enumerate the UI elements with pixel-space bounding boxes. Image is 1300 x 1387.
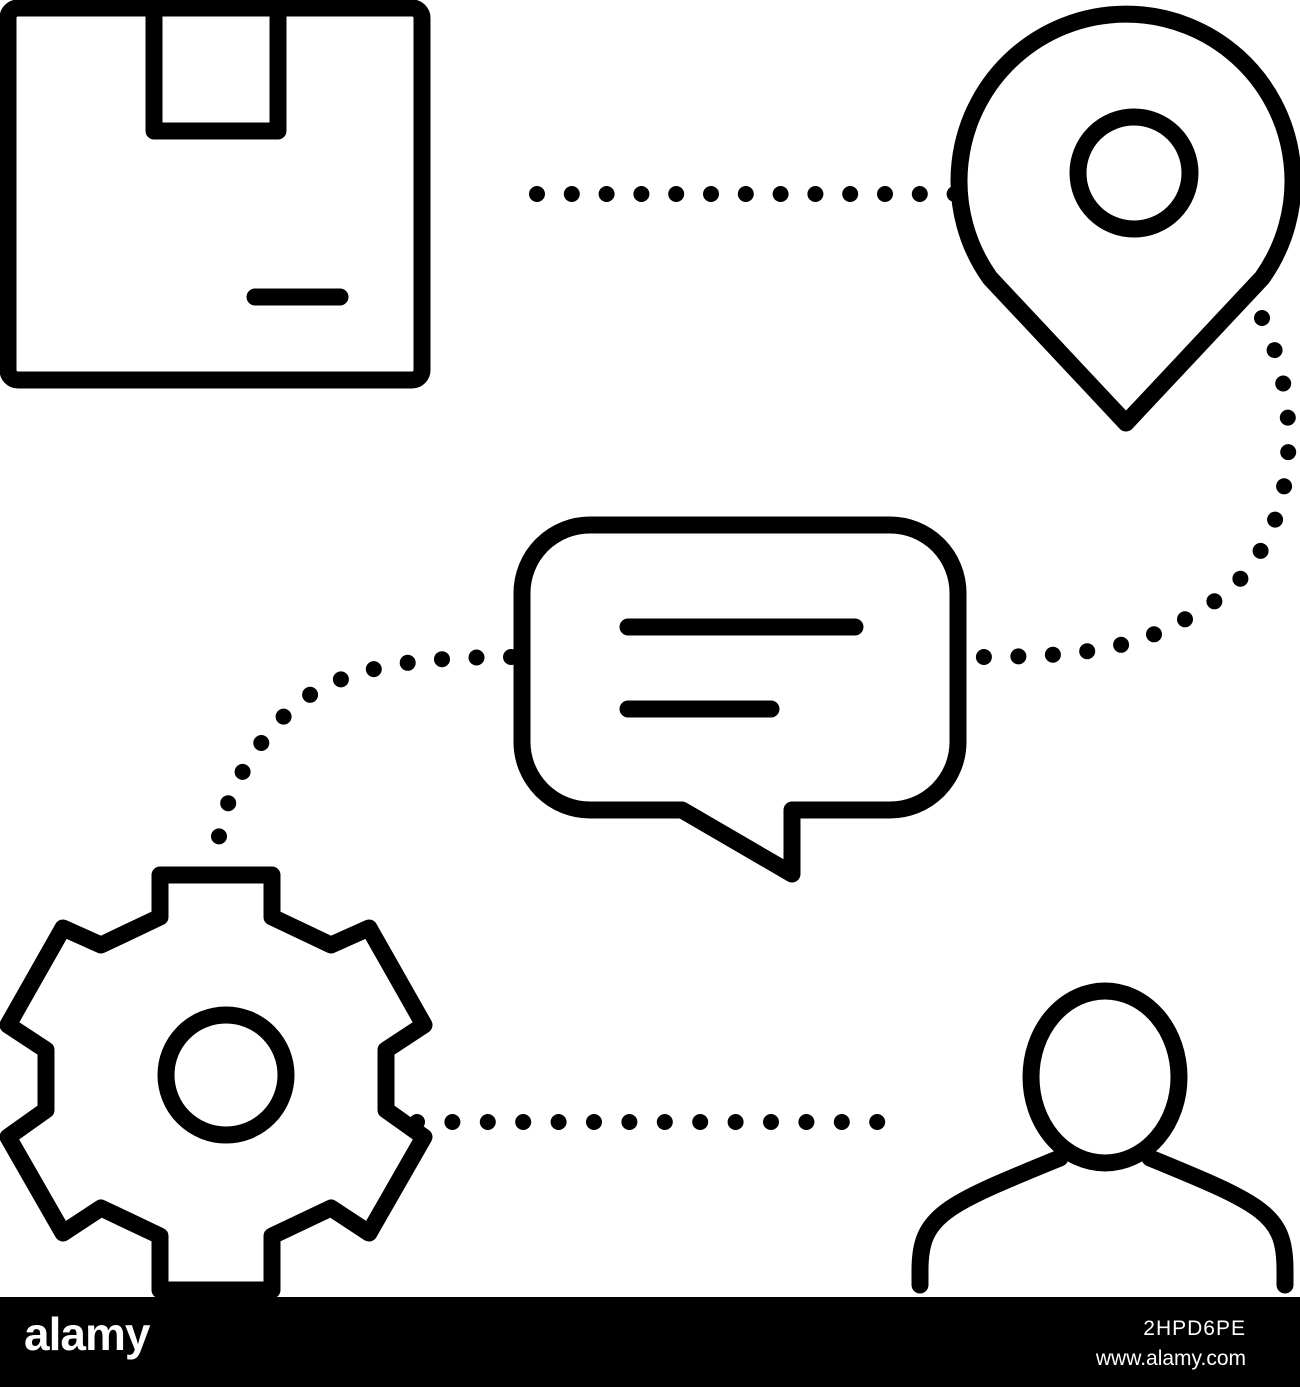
connector-dot bbox=[275, 708, 292, 725]
location-pin-icon bbox=[950, 5, 1300, 432]
connector-dot bbox=[1177, 611, 1193, 628]
connector-dot bbox=[1266, 342, 1283, 359]
connector-dot bbox=[798, 1114, 815, 1130]
connector-dot bbox=[833, 1114, 850, 1130]
connector-dot bbox=[877, 186, 893, 202]
connector-dot bbox=[1206, 593, 1223, 610]
user-icon bbox=[911, 982, 1294, 1294]
connector-dot bbox=[1044, 646, 1061, 663]
connector-dot bbox=[869, 1114, 886, 1130]
connector-dot bbox=[1275, 375, 1292, 392]
connector-dot bbox=[1280, 444, 1297, 461]
connector-dot bbox=[1276, 478, 1293, 495]
site-url-label: www.alamy.com bbox=[1095, 1347, 1246, 1370]
chat-bubble-icon bbox=[513, 516, 967, 883]
connector-gear-to-user bbox=[409, 1114, 886, 1130]
connector-dot bbox=[211, 828, 227, 845]
connector-dot bbox=[946, 186, 963, 202]
connector-dot bbox=[515, 1114, 532, 1130]
connector-dot bbox=[656, 1114, 673, 1130]
connector-dot bbox=[772, 186, 789, 202]
connector-dot bbox=[234, 763, 251, 780]
connector-dot bbox=[302, 686, 319, 703]
connector-dot bbox=[529, 186, 545, 202]
connector-dot bbox=[633, 186, 650, 202]
connector-dot bbox=[1079, 643, 1096, 660]
connector-dot bbox=[220, 795, 237, 812]
connector-dot bbox=[365, 661, 382, 678]
connector-dot bbox=[399, 654, 416, 671]
connector-dot bbox=[1279, 409, 1296, 426]
connector-dot bbox=[975, 649, 992, 665]
connector-pin-to-chat bbox=[975, 310, 1297, 665]
connector-dot bbox=[692, 1114, 709, 1130]
connector-chat-to-gear bbox=[211, 649, 519, 845]
connector-dot bbox=[598, 186, 615, 202]
connector-dot bbox=[621, 1114, 638, 1130]
connector-dot bbox=[1252, 542, 1269, 559]
connector-dot bbox=[842, 186, 859, 202]
connector-dot bbox=[550, 1114, 567, 1130]
connector-dot bbox=[727, 1114, 744, 1130]
gear-icon bbox=[0, 866, 433, 1297]
connector-dot bbox=[332, 671, 349, 688]
connector-dot bbox=[586, 1114, 602, 1130]
connector-dot bbox=[763, 1114, 779, 1130]
connector-dot bbox=[737, 186, 754, 202]
package-box-icon bbox=[0, 0, 431, 389]
brand-logo: alamy bbox=[24, 1308, 150, 1360]
connector-box-to-pin bbox=[529, 186, 963, 202]
delivery-process-diagram bbox=[0, 0, 1300, 1297]
connector-dot bbox=[1232, 570, 1249, 587]
connector-dot bbox=[563, 186, 580, 202]
connector-dot bbox=[479, 1114, 496, 1130]
connector-dot bbox=[253, 735, 270, 751]
connector-dot bbox=[1010, 648, 1027, 665]
connector-dot bbox=[911, 186, 928, 202]
connector-dot bbox=[703, 186, 719, 202]
connector-dot bbox=[468, 649, 485, 666]
connector-dot bbox=[409, 1114, 425, 1130]
connector-dot bbox=[807, 186, 824, 202]
connector-dot bbox=[1267, 511, 1284, 528]
connector-dot bbox=[668, 186, 685, 202]
connector-dot bbox=[434, 651, 450, 668]
connector-dot bbox=[1113, 636, 1130, 653]
image-id-label: 2HPD6PE bbox=[1143, 1317, 1246, 1340]
dotted-connectors bbox=[211, 186, 1297, 1130]
watermark-footer-bar: alamy 2HPD6PE www.alamy.com bbox=[0, 1297, 1300, 1387]
connector-dot bbox=[1254, 310, 1270, 326]
connector-dot bbox=[444, 1114, 461, 1130]
connector-dot bbox=[503, 649, 519, 665]
connector-dot bbox=[1146, 626, 1162, 643]
